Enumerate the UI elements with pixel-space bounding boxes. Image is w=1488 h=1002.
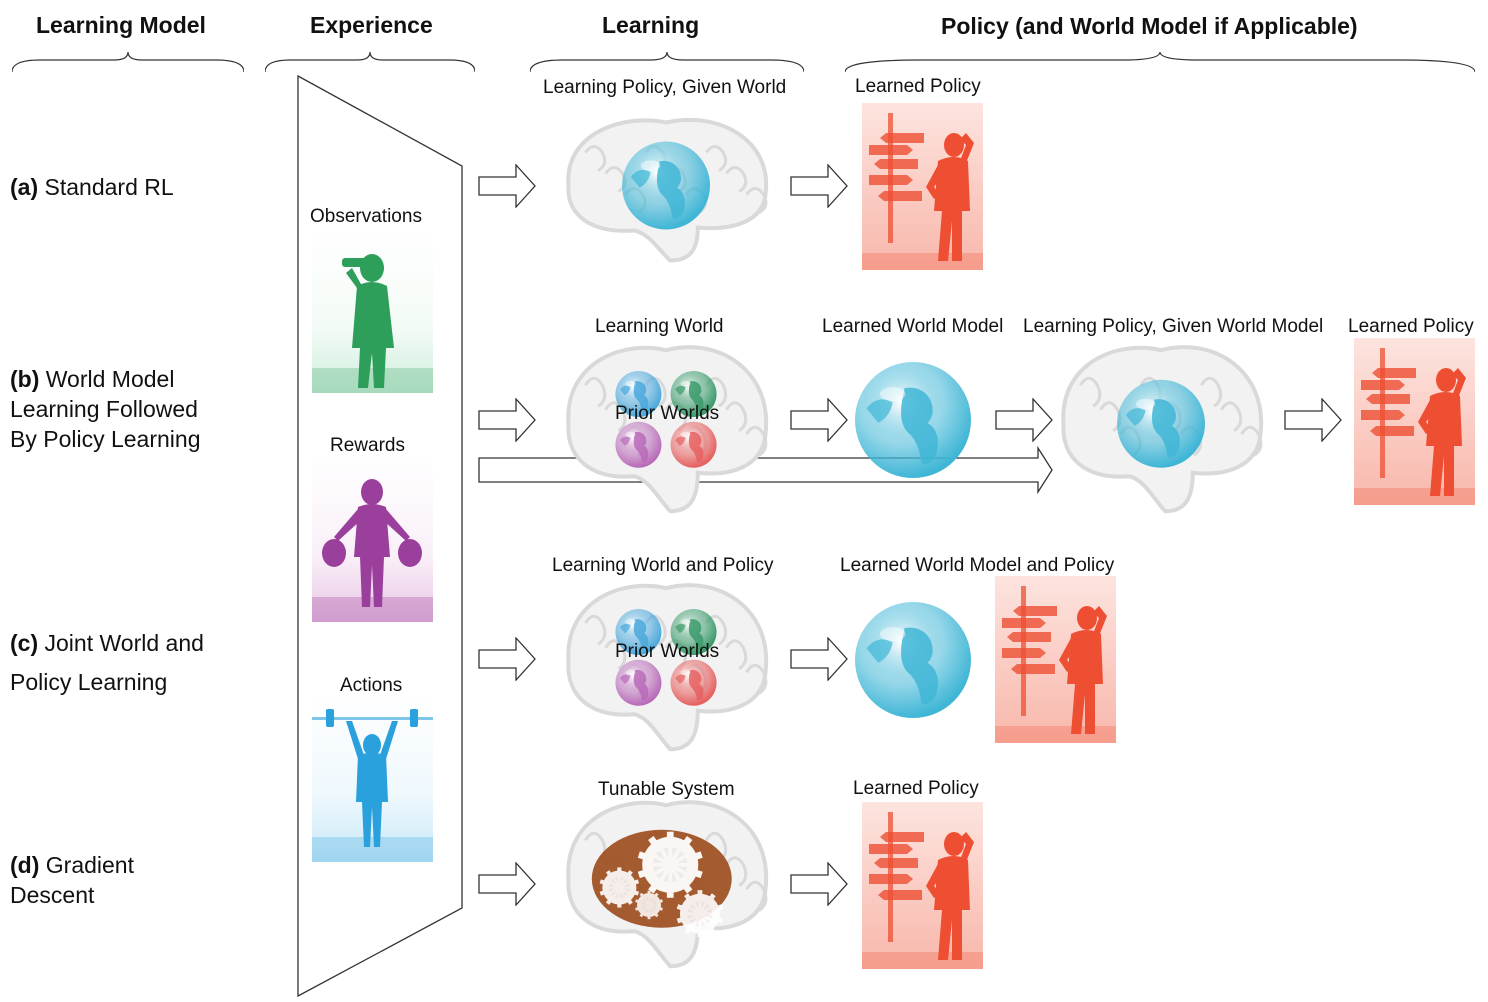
brain-b-prior	[560, 345, 772, 520]
arrow-c-1	[478, 637, 536, 681]
arrow-b-1	[478, 398, 536, 442]
rewards-label: Rewards	[330, 435, 405, 456]
brace-experience	[265, 52, 475, 72]
observations-image	[312, 228, 433, 393]
policy-image-a	[862, 103, 983, 270]
caption-c-learning: Learning World and Policy	[552, 555, 774, 576]
arrow-a-2	[790, 164, 848, 208]
brain-a	[560, 118, 772, 268]
caption-c-learned: Learned World Model and Policy	[840, 555, 1115, 576]
arrow-b-3	[995, 398, 1053, 442]
arrow-a-1	[478, 164, 536, 208]
policy-image-b	[1354, 338, 1475, 505]
brain-b-policy	[1055, 345, 1267, 520]
header-learning-model: Learning Model	[36, 12, 206, 38]
brace-learning-model	[12, 52, 244, 72]
caption-d-policy: Learned Policy	[853, 778, 979, 799]
row-label-a: (a) Standard RL	[10, 174, 174, 200]
caption-d-learning: Tunable System	[598, 779, 735, 800]
actions-image	[312, 697, 433, 862]
arrow-b-2	[790, 398, 848, 442]
header-experience: Experience	[310, 12, 433, 38]
globe-b-world-model	[853, 360, 973, 480]
header-policy: Policy (and World Model if Applicable)	[941, 13, 1358, 39]
arrow-c-2	[790, 637, 848, 681]
caption-c-prior: Prior Worlds	[615, 641, 720, 662]
caption-a-policy: Learned Policy	[855, 76, 981, 97]
row-label-c: (c) Joint World and Policy Learning	[10, 630, 204, 695]
policy-image-d	[862, 802, 983, 969]
actions-label: Actions	[340, 675, 403, 696]
caption-b-world-model: Learned World Model	[822, 316, 1004, 337]
row-label-d: (d) Gradient Descent	[10, 852, 134, 908]
rewards-image	[312, 457, 433, 622]
caption-b-learning-policy: Learning Policy, Given World Model	[1023, 316, 1324, 337]
policy-image-c	[995, 576, 1116, 743]
arrow-d-2	[790, 862, 848, 906]
arrow-d-1	[478, 862, 536, 906]
brain-d-gears	[560, 800, 772, 975]
globe-c-world-model	[853, 600, 973, 720]
caption-b-learning: Learning World	[595, 316, 724, 337]
caption-b-prior: Prior Worlds	[615, 403, 720, 424]
brace-policy	[845, 52, 1475, 72]
caption-a-learning: Learning Policy, Given World	[543, 77, 787, 98]
header-learning: Learning	[602, 12, 700, 38]
brain-c-prior	[560, 583, 772, 758]
arrow-b-4	[1284, 398, 1342, 442]
brace-learning	[530, 52, 804, 72]
row-label-b: (b) World Model Learning Followed By Pol…	[10, 366, 201, 452]
observations-label: Observations	[310, 206, 422, 227]
caption-b-policy: Learned Policy	[1348, 316, 1474, 337]
